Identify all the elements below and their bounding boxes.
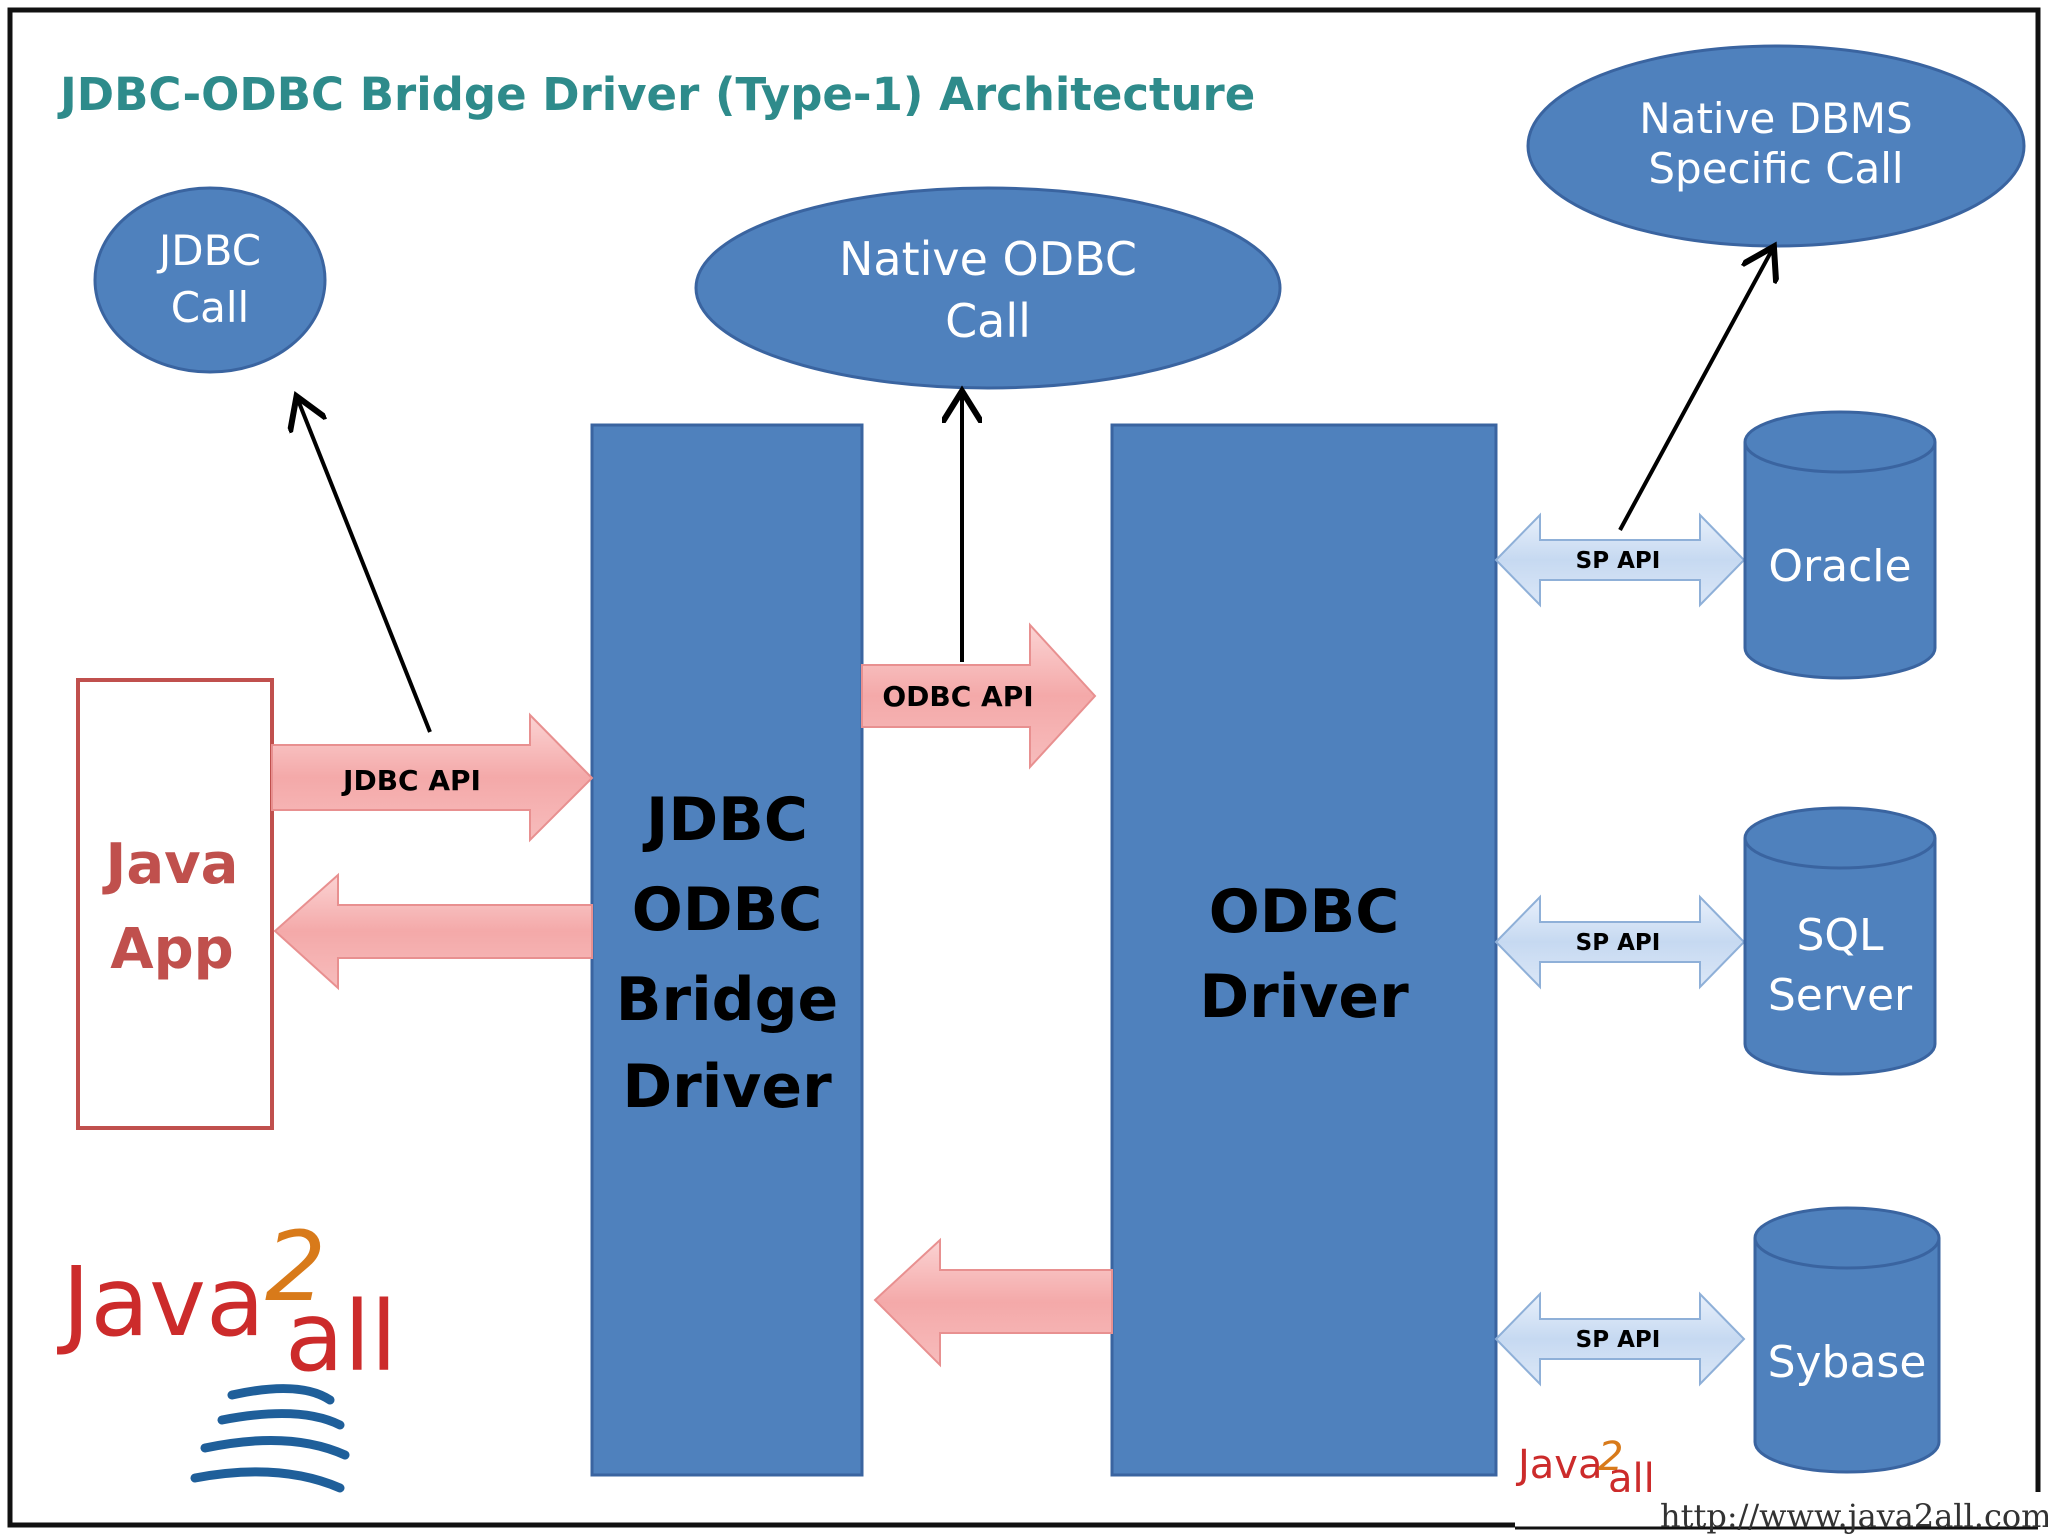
jdbc-call-ellipse: JDBC Call bbox=[93, 186, 327, 374]
native-odbc-call-ellipse: Native ODBC Call bbox=[694, 186, 1282, 390]
odbc-driver-label-2: Driver bbox=[1199, 962, 1409, 1032]
jdbc-call-line2: Call bbox=[171, 283, 249, 332]
bridge-label-1: JDBC bbox=[642, 785, 808, 855]
bridge-label-2: ODBC bbox=[632, 875, 823, 945]
diagram-title: JDBC-ODBC Bridge Driver (Type-1) Archite… bbox=[57, 68, 1255, 121]
sp-api-label-sqlserver: SP API bbox=[1576, 930, 1661, 956]
sp-api-arrow-oracle: SP API bbox=[1494, 512, 1746, 608]
sp-api-arrow-sqlserver: SP API bbox=[1494, 894, 1746, 990]
native-dbms-call-line1: Native DBMS bbox=[1639, 94, 1912, 143]
sp-api-arrow-sybase: SP API bbox=[1494, 1291, 1746, 1387]
sql-server-label-1: SQL bbox=[1796, 910, 1884, 961]
native-dbms-call-arrow bbox=[1618, 250, 1772, 531]
jdbc-call-line1: JDBC bbox=[156, 226, 261, 275]
java-app-line2: App bbox=[110, 917, 234, 982]
odbc-driver-block: ODBC Driver bbox=[1110, 423, 1498, 1477]
sybase-database-icon: Sybase bbox=[1753, 1206, 1941, 1474]
oracle-label: Oracle bbox=[1768, 541, 1911, 592]
odbc-api-label: ODBC API bbox=[882, 680, 1033, 713]
svg-text:Java: Java bbox=[1515, 1442, 1603, 1488]
jdbc-call-arrow bbox=[298, 400, 432, 733]
logo-two-text: 2 bbox=[265, 1211, 326, 1323]
jdbc-api-arrow: JDBC API bbox=[271, 712, 594, 843]
bridge-label-3: Bridge bbox=[616, 965, 838, 1035]
native-odbc-call-line1: Native ODBC bbox=[839, 232, 1137, 286]
sp-api-label-oracle: SP API bbox=[1576, 548, 1661, 574]
svg-text:2: 2 bbox=[1598, 1434, 1623, 1480]
sql-server-label-2: Server bbox=[1768, 970, 1913, 1021]
java-cup-icon bbox=[190, 1384, 350, 1493]
bridge-label-4: Driver bbox=[622, 1052, 832, 1122]
sybase-label: Sybase bbox=[1768, 1337, 1927, 1388]
java-app-line1: Java bbox=[102, 832, 239, 897]
odbc-api-arrow: ODBC API bbox=[861, 622, 1097, 770]
jdbc-odbc-bridge-driver-block: JDBC ODBC Bridge Driver bbox=[590, 423, 864, 1477]
return-arrow-to-bridge bbox=[873, 1237, 1113, 1368]
java2all-logo: Java 2 all bbox=[57, 1211, 397, 1493]
native-dbms-call-line2: Specific Call bbox=[1648, 144, 1903, 193]
native-odbc-call-line2: Call bbox=[945, 294, 1031, 348]
java-app-box: Java App bbox=[76, 678, 274, 1130]
sql-server-database-icon: SQL Server bbox=[1743, 806, 1937, 1076]
oracle-database-icon: Oracle bbox=[1743, 410, 1937, 680]
logo-all-text: all bbox=[285, 1281, 397, 1393]
jdbc-api-label: JDBC API bbox=[341, 764, 481, 797]
return-arrow-to-java-app bbox=[273, 872, 593, 991]
native-dbms-call-ellipse: Native DBMS Specific Call bbox=[1526, 44, 2026, 248]
sp-api-label-sybase: SP API bbox=[1576, 1327, 1661, 1353]
logo-java-text: Java bbox=[57, 1246, 265, 1358]
odbc-driver-label-1: ODBC bbox=[1209, 877, 1400, 947]
website-url[interactable]: http://www.java2all.com bbox=[1660, 1497, 2048, 1535]
